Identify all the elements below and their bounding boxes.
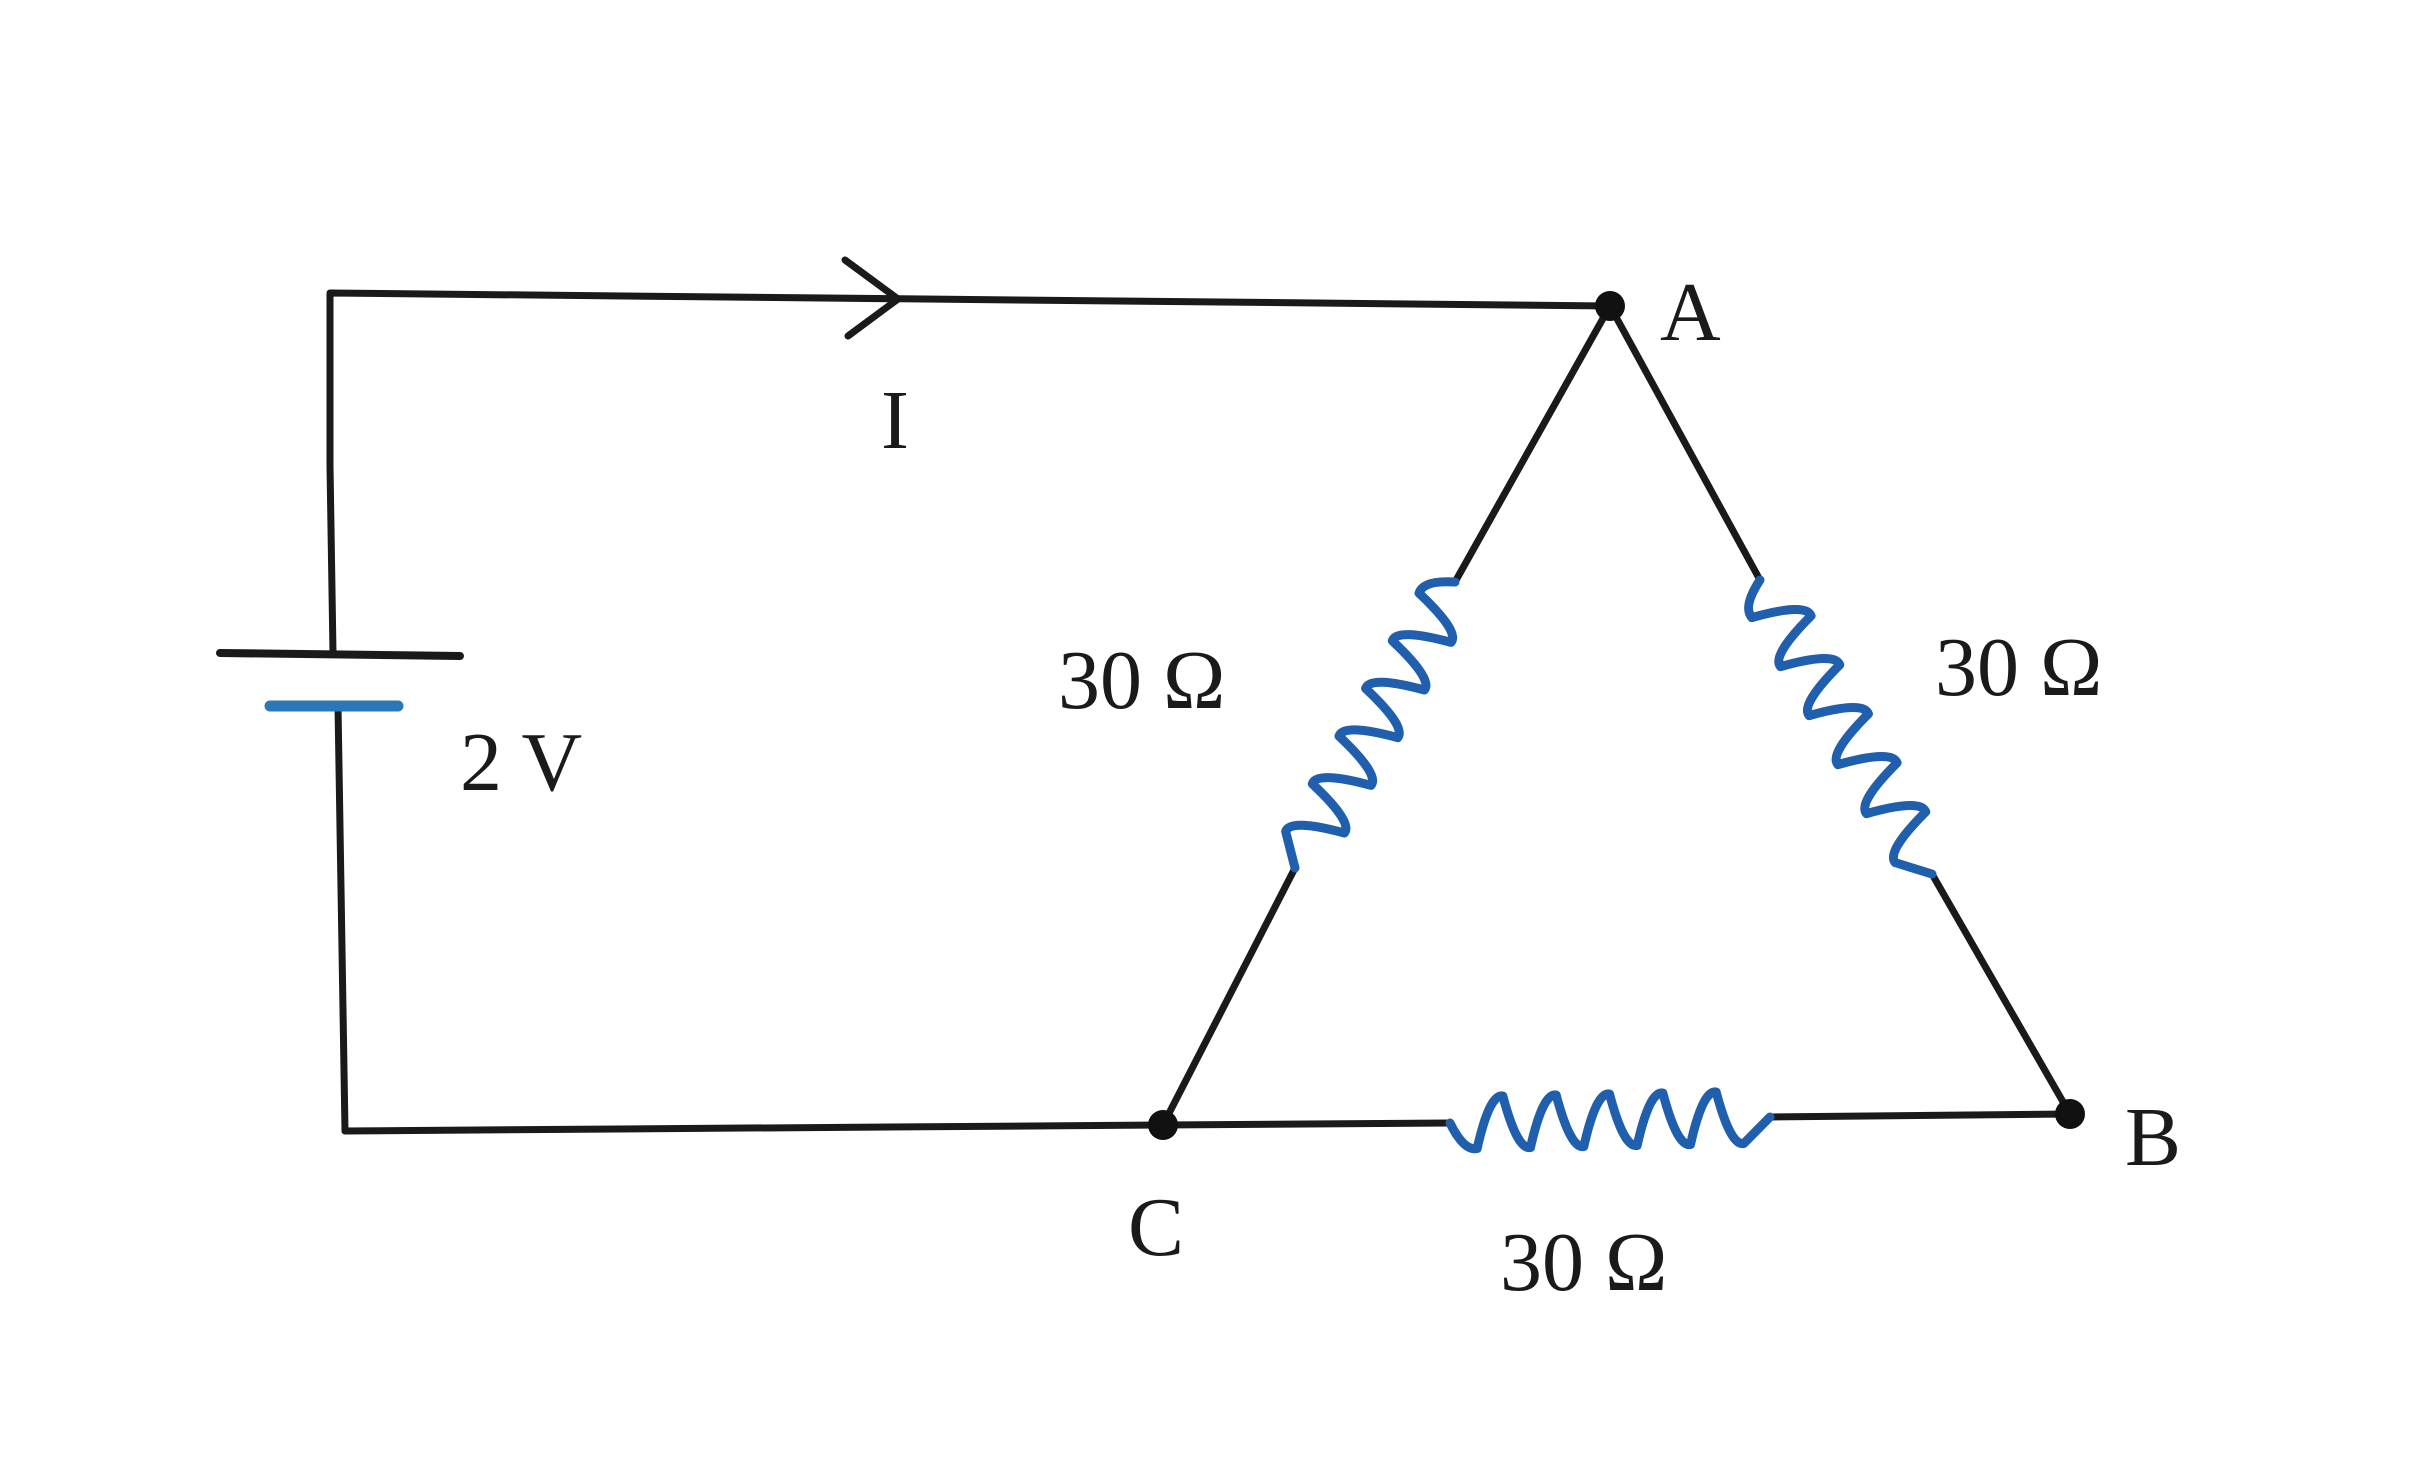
wire-resistor-cb-to-b (1766, 1110, 2074, 1121)
wire-resistor-ca-to-c (1159, 864, 1299, 1129)
wire-a-to-resistor-ab (1606, 302, 1764, 584)
current-arrow (841, 256, 902, 340)
resistor-ca (1281, 577, 1460, 873)
wire-top-left (326, 289, 1614, 470)
battery (216, 649, 464, 712)
resistor-ab-label: 30 Ω (1935, 621, 2102, 714)
node-c-label: C (1128, 1181, 1184, 1274)
resistor-ab (1744, 575, 1937, 879)
node-c-dot (1148, 1110, 1178, 1140)
node-a-dot (1595, 291, 1625, 321)
wire-battery-positive (326, 462, 337, 657)
wire-battery-to-bottom (334, 702, 349, 1135)
wire-resistor-ab-to-b (1928, 870, 2074, 1118)
battery-positive-plate (216, 649, 464, 660)
wire-bottom-left (341, 1121, 1167, 1135)
node-a-label: A (1660, 266, 1721, 359)
wire-c-to-resistor-cb (1159, 1119, 1454, 1129)
resistor-ca-label: 30 Ω (1058, 634, 1225, 727)
battery-voltage-label: 2 V (460, 716, 582, 809)
resistor-cb (1445, 1087, 1775, 1154)
node-b-label: B (2125, 1091, 2181, 1184)
node-b-dot (2055, 1099, 2085, 1129)
resistor-cb-label: 30 Ω (1500, 1216, 1667, 1309)
wire-a-to-resistor-ca (1451, 302, 1614, 586)
current-label: I (881, 374, 909, 467)
